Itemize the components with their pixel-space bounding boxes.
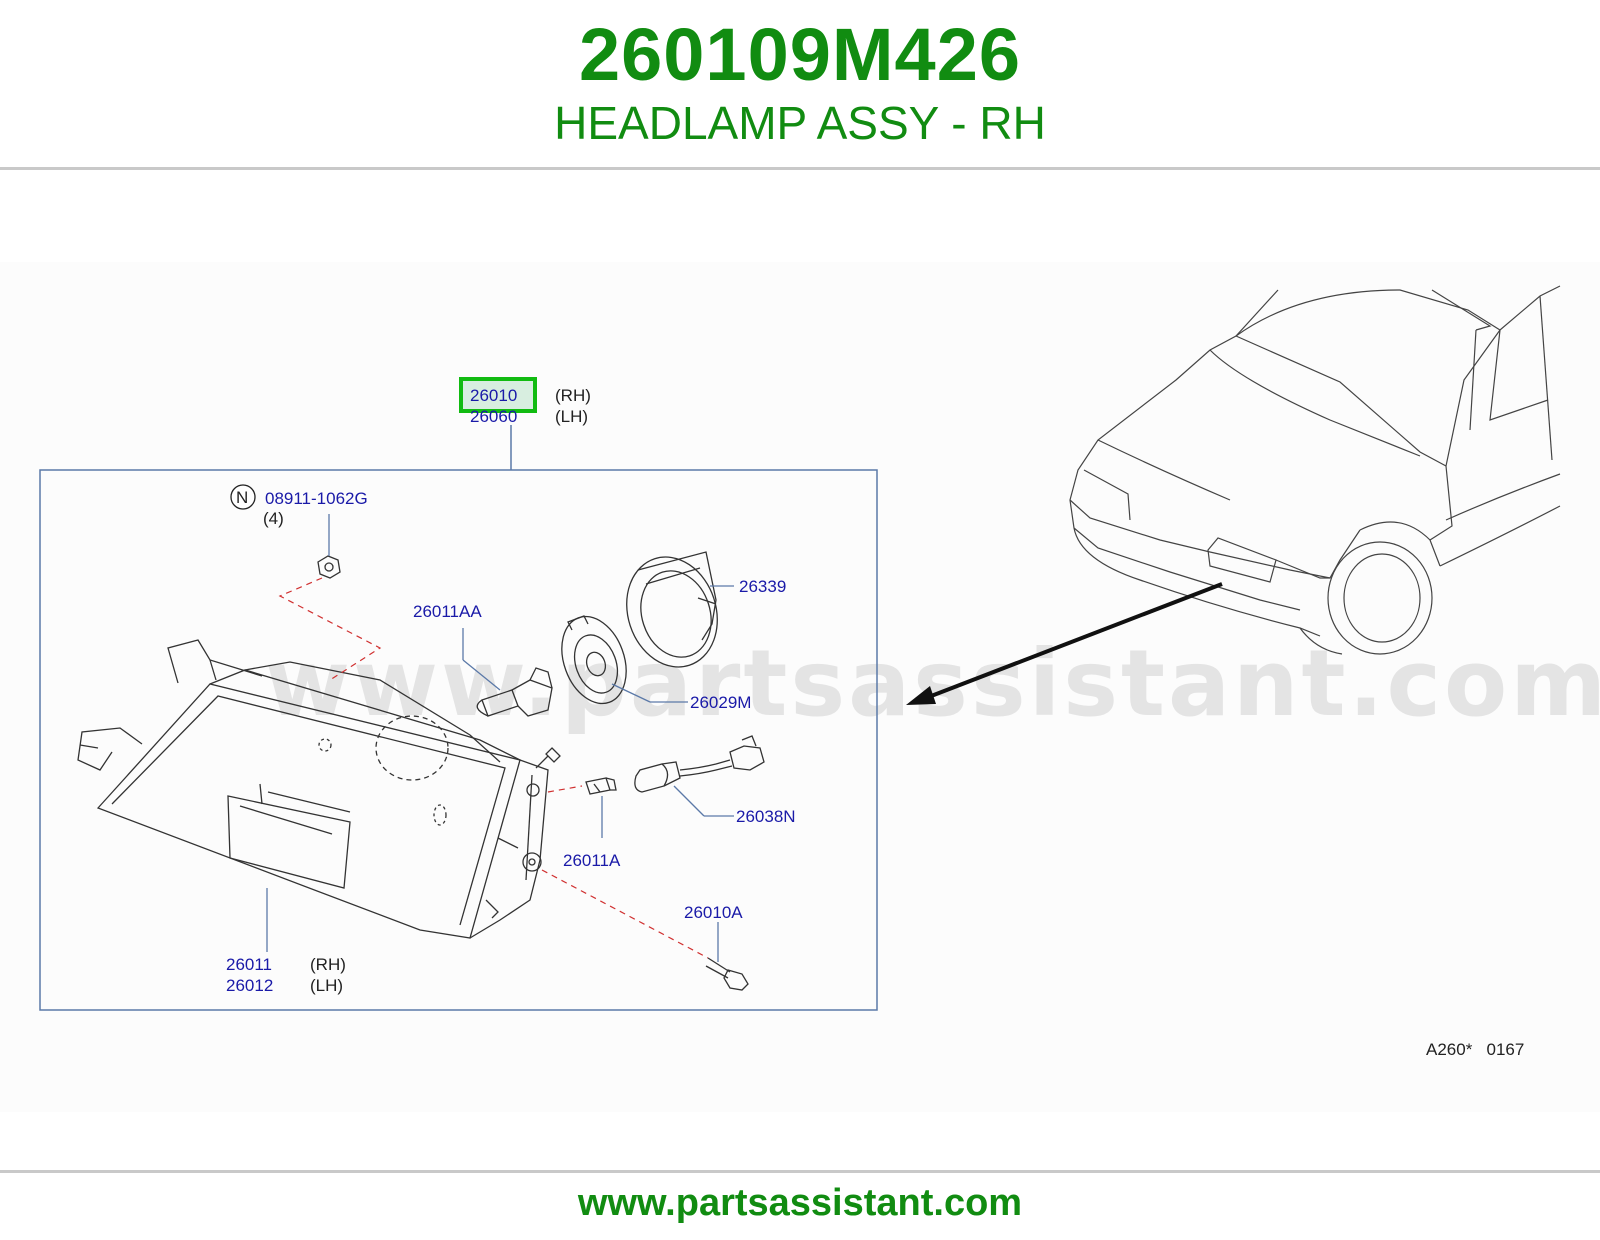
parts-diagram-area [0, 262, 1600, 1112]
side-label-lh-26060: (LH) [555, 407, 588, 426]
n-marker-circle [230, 484, 256, 510]
highlight-box [459, 377, 537, 413]
callout-26038N[interactable]: 26038N [736, 807, 796, 826]
quantity-label: (4) [263, 509, 284, 528]
part-number-title: 260109M426 [578, 13, 1022, 96]
watermark-text: www.partsassistant.com [265, 630, 1600, 737]
footer-divider [0, 1170, 1600, 1173]
header: 260109M426 HEADLAMP ASSY - RH [0, 0, 1600, 170]
callout-26011A[interactable]: 26011A [563, 851, 621, 870]
callout-26029M[interactable]: 26029M [690, 693, 751, 712]
callout-26010[interactable]: 26010 [470, 386, 517, 405]
side-marker-bulb-drawing [585, 777, 617, 795]
assembly-dashed-lines [278, 577, 709, 959]
lamp-cover-drawing [626, 551, 718, 668]
footer-website-link[interactable]: www.partsassistant.com [577, 1182, 1023, 1224]
headlamp-housing-drawing [77, 639, 561, 939]
bulb-seal-drawing [561, 615, 627, 705]
callout-26011AA[interactable]: 26011AA [413, 602, 482, 621]
side-label-lh-26012: (LH) [310, 976, 343, 995]
n-marker-letter: N [236, 488, 248, 507]
assembly-frame [39, 469, 878, 1011]
car-front-drawing [1069, 285, 1561, 655]
headlamp-bulb-drawing [476, 667, 553, 717]
leader-26038N-a [673, 785, 705, 817]
leader-26011AA-b [462, 659, 501, 691]
callout-08911-1062G[interactable]: 08911-1062G [265, 489, 368, 508]
side-label-rh-26011: (RH) [310, 955, 346, 974]
leader-26029M-a [611, 683, 651, 703]
callout-26012[interactable]: 26012 [226, 976, 273, 995]
socket-harness-drawing [634, 735, 765, 793]
diagram-reference-code: A260* 0167 [1426, 1040, 1524, 1059]
callout-26060[interactable]: 26060 [470, 407, 517, 426]
part-description: HEADLAMP ASSY - RH [554, 97, 1046, 149]
pointer-arrow-head [906, 686, 936, 705]
nut-drawing [317, 555, 341, 579]
bolt-drawing [705, 957, 749, 991]
callout-26339[interactable]: 26339 [739, 577, 786, 596]
callout-26011[interactable]: 26011 [226, 955, 272, 974]
side-label-rh-26010: (RH) [555, 386, 591, 405]
pointer-arrow-line [925, 582, 1223, 700]
callout-26010A[interactable]: 26010A [684, 903, 743, 922]
header-divider [0, 167, 1600, 170]
